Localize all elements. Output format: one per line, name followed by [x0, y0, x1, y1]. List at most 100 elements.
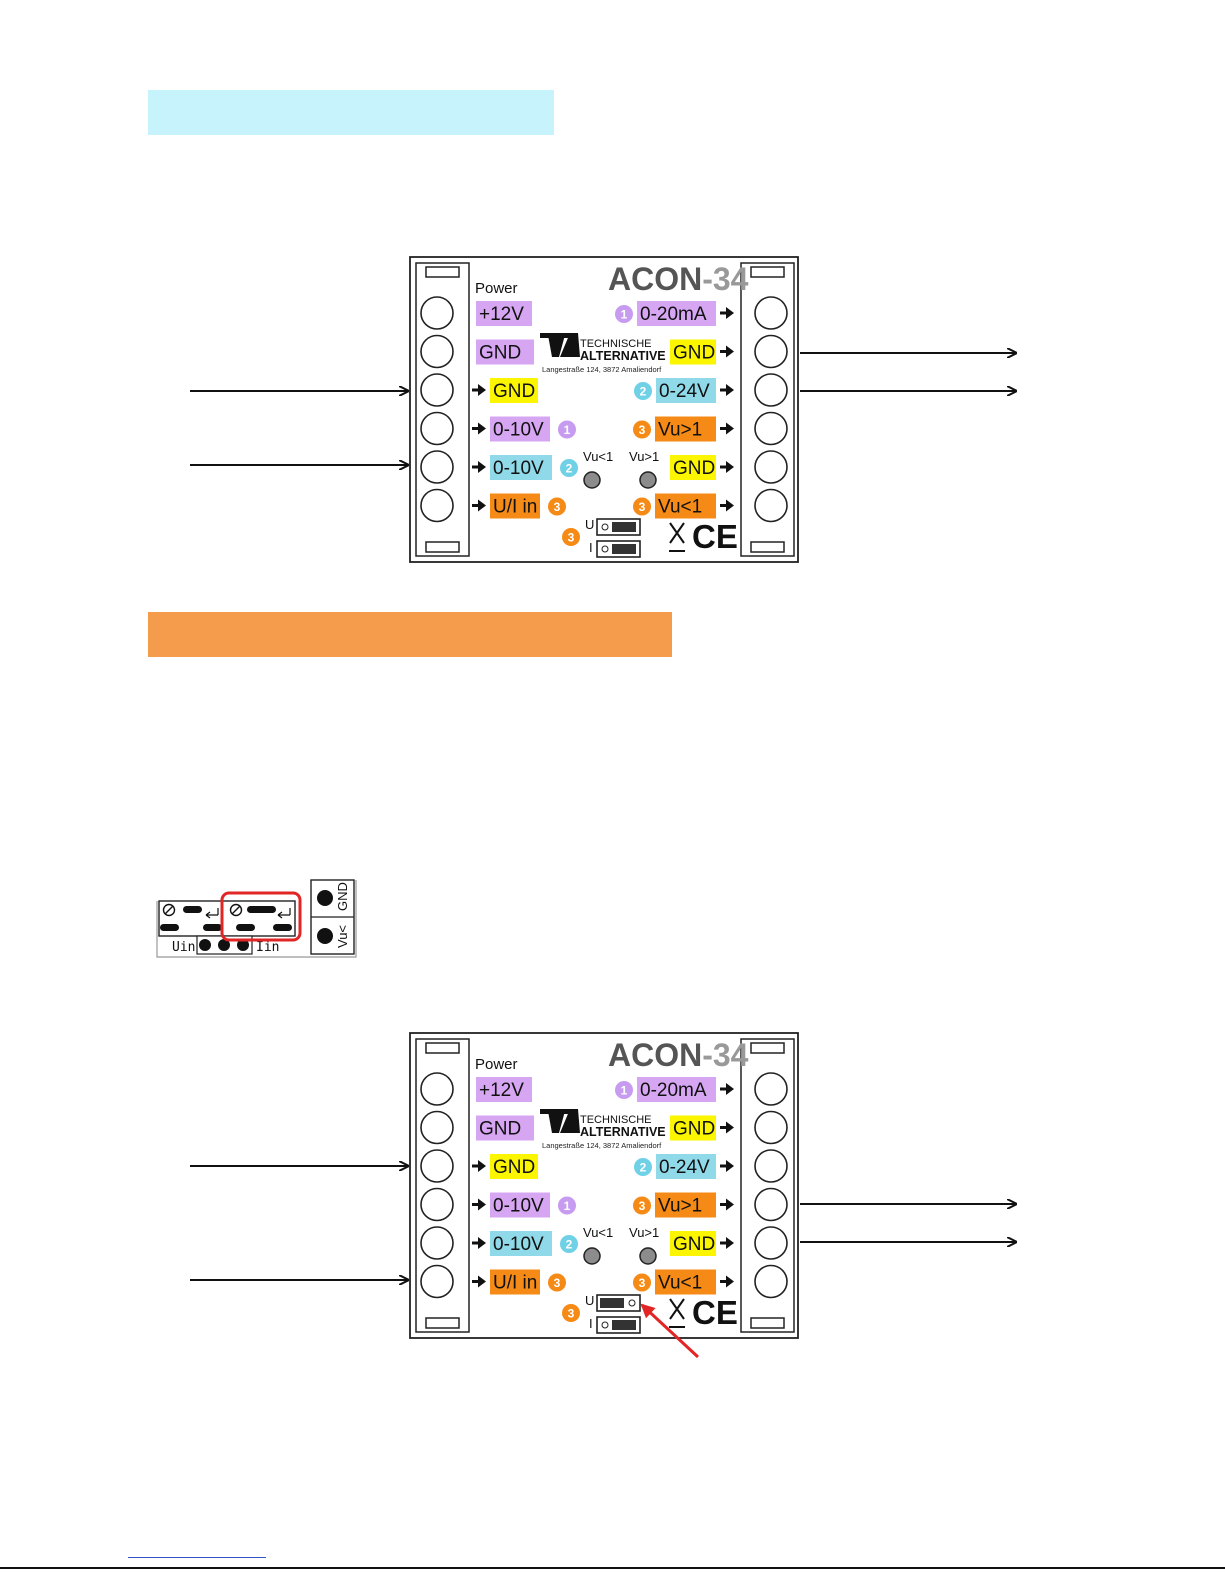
ta-logo-mark	[548, 335, 565, 357]
left-input-arrow-head	[478, 461, 486, 473]
right-marker-6-number: 3	[639, 500, 646, 514]
right-output-arrow-head	[726, 345, 734, 358]
jumper-pin	[601, 523, 609, 531]
left-label-5-text: 0-10V	[493, 1234, 544, 1255]
left-marker-5	[560, 1235, 578, 1253]
right-output-arrow-head	[726, 1198, 734, 1211]
right-label-5-text: GND	[673, 458, 715, 479]
right-marker-1-number: 1	[621, 308, 628, 322]
right-screw-terminal[interactable]	[754, 1226, 788, 1260]
right-label-5-bg	[670, 1231, 716, 1256]
ce-mark-icon: CE	[692, 1294, 738, 1331]
right-screw-terminal[interactable]	[754, 1264, 788, 1299]
left-screw-terminal[interactable]	[420, 296, 454, 330]
right-screw-terminal[interactable]	[754, 1072, 788, 1106]
right-label-1-text: 0-20mA	[640, 1080, 707, 1101]
terminal-block-tab	[425, 1042, 460, 1054]
section-header-band-2	[148, 612, 672, 657]
left-screw-terminal[interactable]	[420, 1226, 454, 1260]
right-marker-1-number: 1	[621, 1084, 628, 1098]
right-label-6-text: Vu<1	[658, 1273, 702, 1294]
left-screw-terminal[interactable]	[420, 450, 454, 484]
right-output-arrow-head	[726, 499, 734, 512]
detail-jumper-strip	[158, 900, 296, 937]
power-label: Power	[475, 1056, 518, 1073]
terminal-block-tab	[425, 266, 460, 278]
jumper-i-bridge	[612, 1320, 636, 1330]
left-screw-terminal[interactable]	[420, 1264, 454, 1299]
ta-logo-mark	[560, 333, 580, 357]
left-marker-5-number: 2	[566, 1238, 573, 1252]
right-marker-3-number: 2	[640, 1161, 647, 1175]
right-label-4-text: Vu>1	[658, 420, 702, 441]
right-screw-terminal[interactable]	[754, 411, 788, 446]
right-label-5-bg	[670, 455, 716, 480]
left-screw-terminal[interactable]	[420, 1149, 454, 1183]
left-screw-terminal[interactable]	[420, 1187, 454, 1222]
right-screw-terminal[interactable]	[754, 334, 788, 369]
jumper-i-bridge	[612, 544, 636, 554]
left-screw-terminal[interactable]	[420, 334, 454, 369]
right-marker-4-number: 3	[639, 423, 646, 437]
left-screw-terminal[interactable]	[420, 411, 454, 446]
left-screw-terminal[interactable]	[420, 488, 454, 523]
device-name: ACON-34	[608, 261, 749, 297]
left-marker-5	[560, 459, 578, 477]
left-screw-terminal[interactable]	[420, 373, 454, 407]
right-marker-1	[615, 1081, 633, 1099]
left-label-5-bg	[490, 455, 552, 480]
right-output-arrow-head	[726, 461, 734, 473]
detail-screw-icon-slash	[165, 906, 173, 914]
led-right-label: Vu>1	[629, 449, 659, 464]
left-input-arrow-head	[478, 422, 486, 435]
left-label-2-bg	[476, 1115, 534, 1141]
left-label-6-text: U/I in	[493, 497, 537, 518]
right-screw-terminal[interactable]	[754, 450, 788, 484]
jumper-marker-number: 3	[568, 1307, 575, 1321]
jumper-u-label: U	[585, 517, 594, 532]
left-marker-4	[558, 1196, 576, 1215]
left-label-1-bg	[476, 301, 532, 326]
led-vu-greater-1	[639, 1247, 657, 1265]
right-screw-terminal[interactable]	[754, 296, 788, 330]
detail-highlight-box	[220, 891, 302, 942]
right-output-arrow-head	[726, 307, 734, 319]
left-label-4-text: 0-10V	[493, 420, 544, 441]
terminal-block-tab	[750, 1317, 785, 1329]
jumper-pin	[628, 1299, 636, 1307]
right-marker-6	[633, 497, 651, 516]
terminal-block-tab	[750, 266, 785, 278]
logo-line-2: ALTERNATIVE	[580, 1125, 666, 1139]
right-screw-terminal[interactable]	[754, 1149, 788, 1183]
right-label-6-bg	[655, 493, 716, 519]
terminal-block-tab	[750, 1042, 785, 1054]
right-screw-terminal[interactable]	[754, 1187, 788, 1222]
right-label-6-bg	[655, 1269, 716, 1295]
detail-vu-label: Vu<	[335, 925, 350, 948]
right-screw-terminal[interactable]	[754, 373, 788, 407]
left-label-6-bg	[490, 1269, 540, 1295]
external-wires	[190, 353, 1016, 1359]
left-label-2-text: GND	[479, 343, 521, 364]
right-label-2-text: GND	[673, 1119, 715, 1140]
right-screw-terminal[interactable]	[754, 488, 788, 523]
device-name: ACON-34	[608, 1037, 749, 1073]
left-marker-6	[548, 497, 566, 516]
right-label-2-text: GND	[673, 343, 715, 364]
left-screw-terminal[interactable]	[420, 1072, 454, 1106]
detail-vu-dot	[317, 928, 333, 944]
terminal-block-tab	[750, 541, 785, 553]
jumper-pin	[601, 1321, 609, 1329]
right-label-2-bg	[670, 1115, 716, 1141]
right-label-1-bg	[637, 301, 716, 326]
left-screw-terminal[interactable]	[420, 1110, 454, 1145]
page-bottom-rule	[0, 1567, 1225, 1569]
right-output-arrow-head	[726, 1083, 734, 1095]
jumper-i-label: I	[589, 540, 593, 555]
led-vu-greater-1	[639, 471, 657, 489]
detail-pin-bar	[236, 924, 255, 931]
right-screw-terminal[interactable]	[754, 1110, 788, 1145]
